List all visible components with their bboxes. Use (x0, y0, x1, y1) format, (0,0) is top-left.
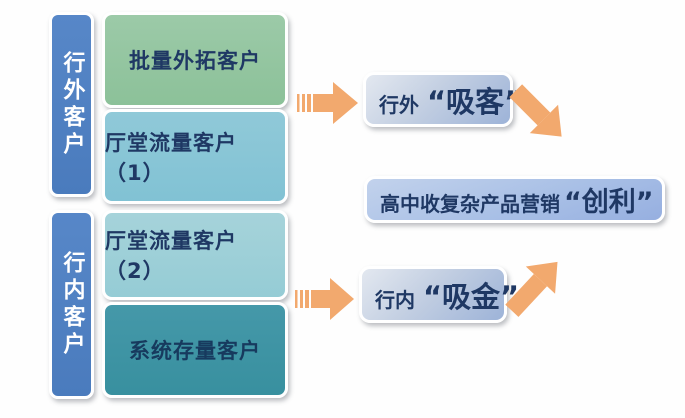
source-box-batch-outreach: 批量外拓客户 (102, 12, 288, 108)
result-box-emphasis: “创利” (564, 187, 654, 218)
group-bar-label: 行内客户 (59, 250, 85, 359)
source-box-hall-flow-1: 厅堂流量客户（1） (102, 109, 288, 204)
group-bar-outside-bank: 行外客户 (49, 12, 94, 197)
arrow-up-right-icon (496, 246, 575, 326)
result-box-attract-deposits: 行内 “吸金” (359, 266, 519, 323)
arrow-down-right-icon (500, 75, 578, 153)
source-box-label: 系统存量客户 (129, 339, 261, 363)
striped-arrow-right-icon-top (297, 80, 359, 126)
source-box-hall-flow-2: 厅堂流量客户（2） (102, 210, 288, 300)
source-box-label: 厅堂流量客户（1） (105, 130, 237, 185)
result-box-prefix: 行外 (379, 92, 419, 117)
result-box-prefix: 高中收复杂产品营销 (380, 192, 560, 216)
result-box-attract-customers: 行外 “吸客” (363, 72, 523, 127)
source-box-system-stock: 系统存量客户 (102, 302, 288, 398)
group-bar-inside-bank: 行内客户 (49, 210, 94, 399)
result-box-create-profit: 高中收复杂产品营销“创利” (364, 176, 665, 223)
result-box-emphasis: “吸客” (427, 84, 524, 119)
source-box-label: 批量外拓客户 (129, 49, 261, 73)
striped-arrow-right-icon-bottom (295, 277, 355, 321)
result-box-prefix: 行内 (375, 287, 415, 312)
result-box-emphasis: “吸金” (423, 279, 520, 314)
group-bar-label: 行外客户 (59, 50, 85, 159)
source-box-label: 厅堂流量客户（2） (105, 229, 237, 283)
